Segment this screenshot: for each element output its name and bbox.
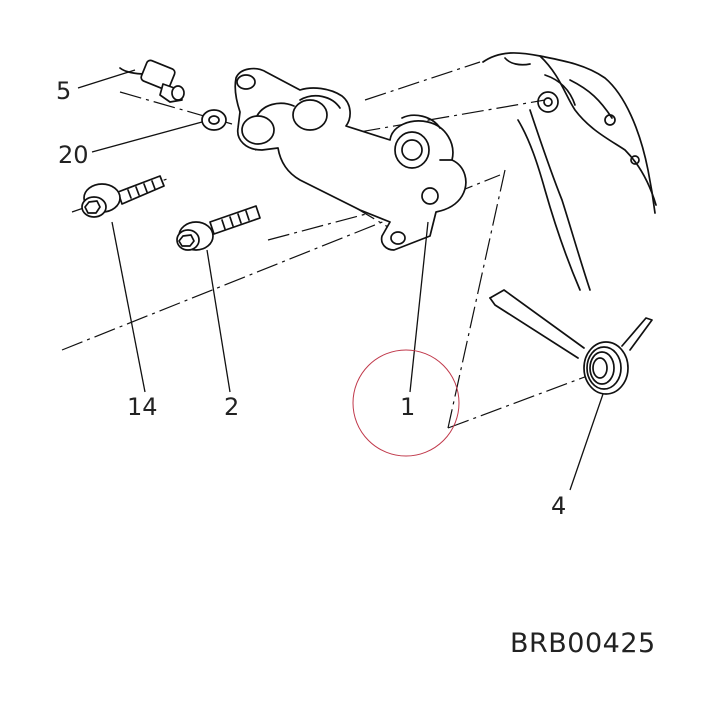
diagram-reference-code: BRB00425 [510,628,656,659]
callout-leaders [77,69,604,491]
callout-14: 14 [127,393,158,421]
callout-5: 5 [56,77,72,105]
callout-20: 20 [58,141,89,169]
callout-2: 2 [224,393,240,421]
part-4-spring [489,289,653,395]
part-14-bolt [81,175,165,218]
part-5-sensor [119,59,185,103]
frame-section [482,52,657,291]
callout-4: 4 [551,492,567,520]
callout-1-highlight [352,349,460,457]
part-20-washer [201,109,227,131]
part-1-bracket [234,67,467,251]
callout-1: 1 [400,393,416,421]
part-2-bolt [176,205,261,251]
